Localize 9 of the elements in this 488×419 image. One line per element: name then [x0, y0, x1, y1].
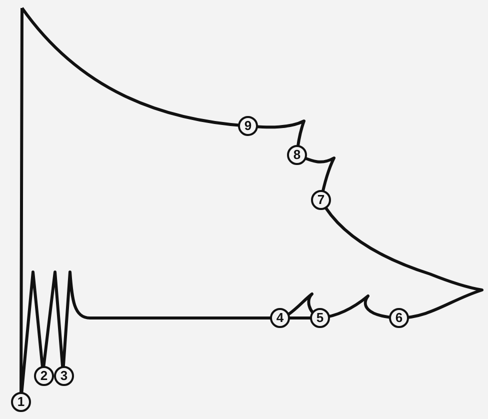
callout-number: 3: [54, 366, 74, 386]
callout-number: 5: [310, 308, 330, 328]
callout-number: 9: [238, 116, 258, 136]
callout-number: 7: [311, 190, 331, 210]
callout-number: 4: [270, 308, 290, 328]
callout-number: 2: [34, 366, 54, 386]
callout-number: 6: [389, 308, 409, 328]
callout-number: 8: [287, 145, 307, 165]
callout-number: 1: [11, 392, 31, 412]
